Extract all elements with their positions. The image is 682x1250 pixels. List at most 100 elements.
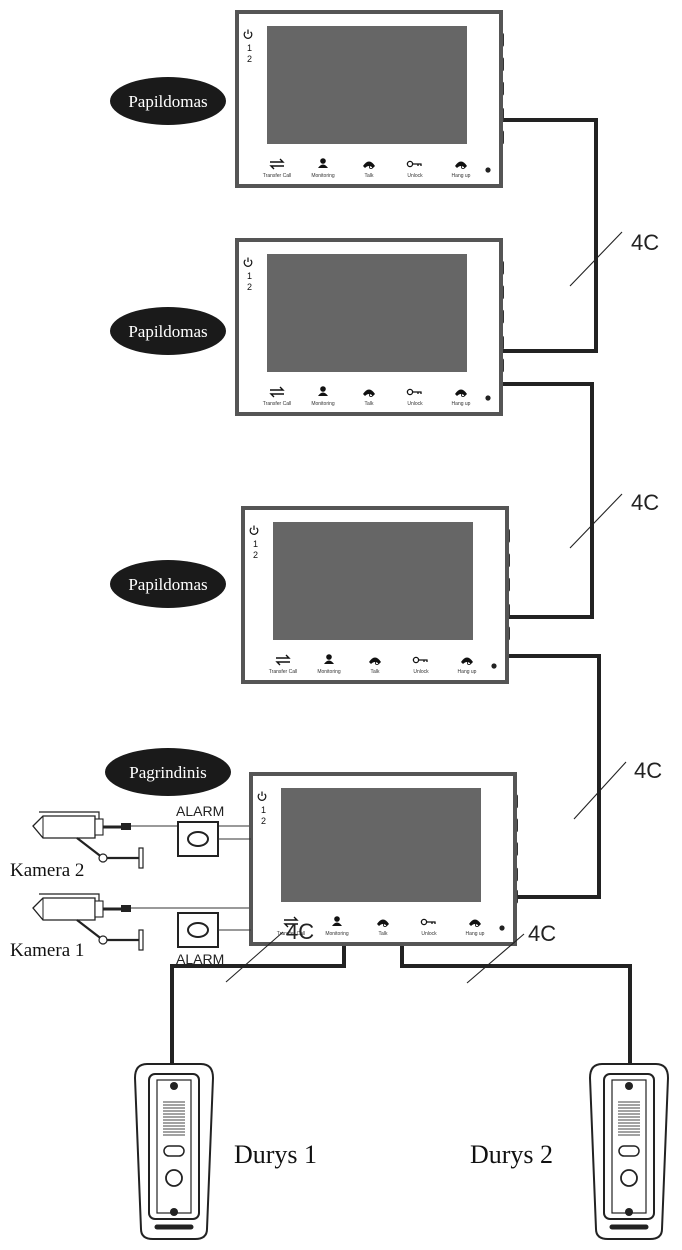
monitor-button: Transfer Call: [263, 386, 291, 407]
cable-label-text: 4C: [528, 921, 556, 946]
cable-labels: 4C 4C 4C 4C 4C: [225, 230, 662, 984]
power-icon: [243, 257, 253, 267]
indicator-1: 1: [247, 271, 252, 281]
role-badge: Papildomas: [110, 560, 226, 608]
key-icon: [406, 160, 422, 168]
monitor-button: Unlock: [406, 388, 423, 407]
mic-dot: [485, 167, 491, 173]
door-station-1: Durys 1: [133, 1063, 317, 1240]
button-label: Talk: [365, 401, 374, 407]
button-label: Talk: [371, 669, 380, 675]
person-icon: [318, 158, 328, 168]
power-icon: [249, 525, 259, 535]
cable-label-5: 4C: [466, 921, 556, 984]
indicator-2: 2: [261, 816, 266, 826]
door-stations: Durys 1 Durys 2: [133, 1063, 670, 1240]
monitor-button: Unlock: [420, 918, 437, 937]
cable-label-1: 4C: [569, 230, 659, 287]
monitor-button: Unlock: [406, 160, 423, 179]
monitor-button: Hang up: [466, 919, 485, 937]
button-label: Monitoring: [311, 173, 335, 179]
role-label: Pagrindinis: [129, 763, 206, 782]
hangup-icon: [461, 657, 473, 666]
monitor-button: Transfer Call: [277, 916, 305, 937]
monitor-button: Talk: [363, 389, 375, 407]
transfer-icon: [269, 386, 285, 398]
key-icon: [420, 918, 436, 926]
indicator-2: 2: [247, 54, 252, 64]
button-label: Hang up: [458, 669, 477, 675]
monitor-button: Monitoring: [311, 386, 335, 407]
cable-monitor-2-3: [500, 382, 594, 619]
alarm-1: ALARM: [176, 803, 251, 857]
alarm-label: ALARM: [176, 951, 224, 967]
transfer-icon: [283, 916, 299, 928]
cable-label-text: 4C: [631, 490, 659, 515]
monitor-screen: [267, 254, 467, 372]
cable-label-4: 4C: [225, 919, 314, 983]
camera-label: Kamera 2: [10, 860, 84, 881]
person-icon: [332, 916, 342, 926]
mic-dot: [491, 663, 497, 669]
button-label: Monitoring: [317, 669, 341, 675]
person-icon: [318, 386, 328, 396]
door-label: Durys 2: [470, 1140, 553, 1169]
indicator-2: 2: [253, 550, 258, 560]
button-label: Hang up: [452, 173, 471, 179]
security-camera-icon: [32, 893, 144, 951]
role-label: Papildomas: [128, 322, 207, 341]
hangup-icon: [455, 389, 467, 397]
monitor-button: Hang up: [452, 389, 471, 407]
door-station-2: Durys 2: [470, 1063, 670, 1240]
button-label: Monitoring: [311, 401, 335, 407]
button-label: Unlock: [413, 669, 429, 675]
button-label: Unlock: [407, 173, 423, 179]
alarms: ALARM ALARM: [176, 803, 251, 967]
indicator-2: 2: [247, 282, 252, 292]
handset-icon: [363, 389, 375, 397]
role-badge: Papildomas: [110, 307, 226, 355]
indicator-1: 1: [253, 539, 258, 549]
indicator-1: 1: [247, 43, 252, 53]
cable-label-text: 4C: [286, 919, 314, 944]
mic-dot: [499, 925, 505, 931]
button-label: Unlock: [407, 401, 423, 407]
key-icon: [406, 388, 422, 396]
role-badge: Pagrindinis: [105, 748, 231, 796]
camera-label: Kamera 1: [10, 940, 84, 961]
button-label: Transfer Call: [269, 669, 297, 675]
camera-1: Kamera 1: [10, 893, 144, 961]
button-label: Talk: [365, 173, 374, 179]
button-label: Transfer Call: [263, 173, 291, 179]
alarm-label: ALARM: [176, 803, 224, 819]
button-label: Talk: [379, 931, 388, 937]
camera-2: Kamera 2: [10, 811, 144, 881]
security-camera-icon: [32, 811, 144, 869]
button-label: Hang up: [452, 401, 471, 407]
cable-label-2: 4C: [569, 490, 659, 549]
monitor-button: Talk: [363, 161, 375, 179]
cable-monitor-1-2: [500, 118, 598, 353]
monitor-button: Hang up: [452, 161, 471, 179]
handset-icon: [369, 657, 381, 666]
person-icon: [324, 654, 334, 664]
handset-icon: [363, 161, 375, 169]
button-label: Monitoring: [325, 931, 349, 937]
key-icon: [412, 656, 428, 664]
cameras: Kamera 2 Kamera 1: [10, 811, 144, 961]
cable-label-3: 4C: [573, 758, 662, 820]
monitor-button: Transfer Call: [263, 158, 291, 179]
alarm-button-icon: [177, 821, 219, 857]
button-label: Transfer Call: [277, 931, 305, 937]
monitor-screen: [267, 26, 467, 144]
button-label: Hang up: [466, 931, 485, 937]
hangup-icon: [469, 919, 481, 928]
role-label: Papildomas: [128, 575, 207, 594]
hangup-icon: [455, 161, 467, 169]
indicator-1: 1: [261, 805, 266, 815]
monitor-button: Hang up: [458, 657, 477, 675]
